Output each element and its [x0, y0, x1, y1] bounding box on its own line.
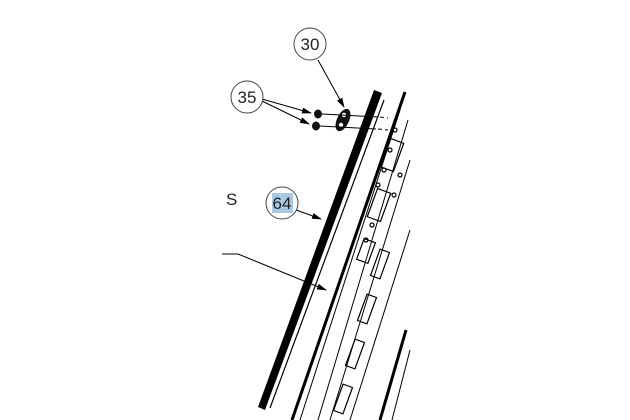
leader-lines: [222, 59, 345, 291]
washer-part: [335, 108, 351, 132]
callout-label: 30: [301, 35, 320, 54]
callout-30[interactable]: 30: [293, 27, 327, 61]
side-text: S: [226, 190, 237, 209]
callout-label: 35: [238, 88, 257, 107]
frame-structure: [290, 91, 411, 420]
screw-parts: [312, 109, 322, 131]
callout-64[interactable]: 64: [265, 186, 299, 220]
assembly-lines: [319, 113, 389, 131]
rail: [258, 90, 385, 410]
callout-35[interactable]: 35: [230, 80, 264, 114]
callout-label: 64: [273, 194, 292, 213]
highlight-box: [272, 193, 293, 213]
